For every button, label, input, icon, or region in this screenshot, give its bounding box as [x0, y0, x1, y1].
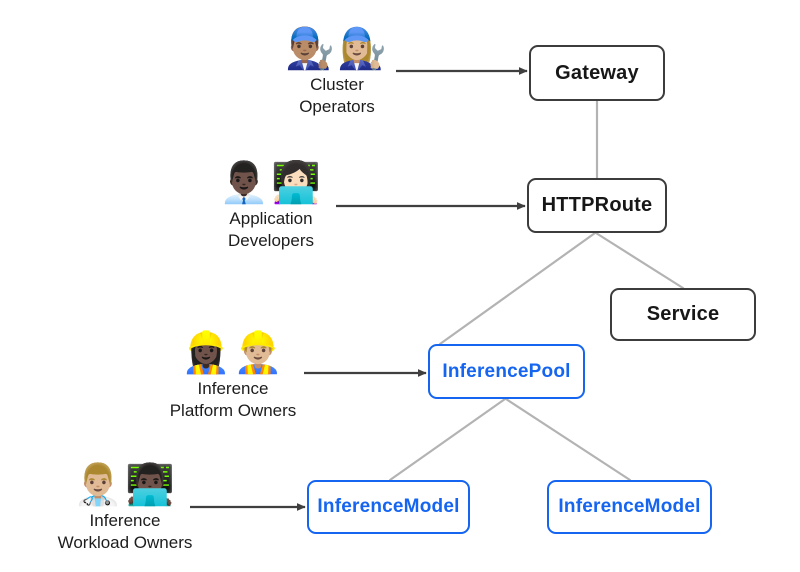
node-inferencepool-label: InferencePool	[442, 360, 571, 382]
edge-inferencepool-inferencemodel-2	[504, 397, 632, 482]
persona-cluster-operators-label: Cluster Operators	[299, 74, 375, 118]
cluster-operators-avatar-icons: 👨🏽‍🔧👩🏼‍🔧	[285, 26, 389, 72]
persona-application-developers-label: Application Developers	[228, 208, 314, 252]
node-inferencemodel-2-label: InferenceModel	[558, 496, 701, 517]
persona-label-line-1: Cluster	[310, 75, 364, 94]
node-service-label: Service	[646, 303, 720, 325]
node-inferencemodel-1[interactable]: InferenceModel	[307, 480, 470, 534]
edge-inferencepool-inferencemodel-1	[388, 397, 507, 482]
node-inferencemodel-1-label: InferenceModel	[317, 496, 460, 517]
persona-label-line-1: Inference	[89, 511, 161, 530]
node-httproute-label: HTTPRoute	[541, 194, 653, 216]
inference-platform-owners-avatar-icons: 👷🏿‍♀️👷🏼‍♂️	[181, 330, 285, 376]
persona-label-line-2: Developers	[228, 231, 314, 250]
node-gateway-label: Gateway	[555, 61, 639, 84]
inference-workload-owners-avatar-icons: 👨🏼‍⚕️👨🏿‍💻	[73, 462, 177, 508]
persona-application-developers: 👨🏿‍💼👩🏻‍💻 Application Developers	[156, 160, 386, 252]
persona-label-line-1: Application	[229, 209, 313, 228]
persona-label-line-2: Platform Owners	[169, 401, 297, 420]
node-service[interactable]: Service	[610, 288, 756, 341]
persona-inference-platform-owners-label: Inference Platform Owners	[170, 378, 297, 422]
persona-label-line-1: Inference	[197, 379, 269, 398]
edge-httproute-inferencepool	[438, 231, 597, 346]
edge-httproute-service	[594, 231, 685, 290]
persona-inference-platform-owners: 👷🏿‍♀️👷🏼‍♂️ Inference Platform Owners	[118, 330, 348, 422]
persona-label-line-2: Operators	[299, 97, 375, 116]
application-developers-avatar-icons: 👨🏿‍💼👩🏻‍💻	[219, 160, 323, 206]
node-httproute[interactable]: HTTPRoute	[527, 178, 667, 233]
persona-label-line-2: Workload Owners	[57, 533, 193, 552]
node-gateway[interactable]: Gateway	[529, 45, 665, 101]
persona-inference-workload-owners: 👨🏼‍⚕️👨🏿‍💻 Inference Workload Owners	[10, 462, 240, 554]
node-inferencemodel-2[interactable]: InferenceModel	[547, 480, 712, 534]
persona-inference-workload-owners-label: Inference Workload Owners	[58, 510, 193, 554]
node-inferencepool[interactable]: InferencePool	[428, 344, 585, 399]
persona-cluster-operators: 👨🏽‍🔧👩🏼‍🔧 Cluster Operators	[222, 26, 452, 118]
